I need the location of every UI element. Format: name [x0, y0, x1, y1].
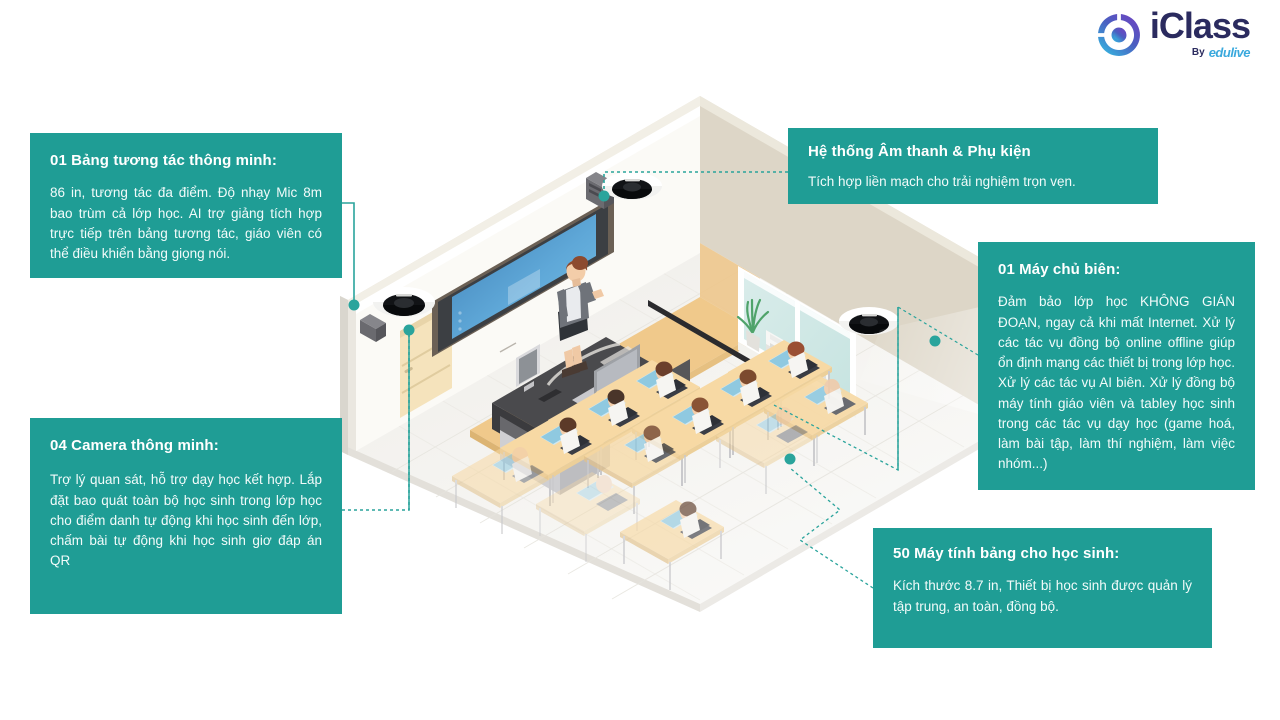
- infobox-student-tablets[interactable]: 50 Máy tính bảng cho học sinh: Kích thướ…: [873, 528, 1212, 648]
- infobox-smart-camera[interactable]: 04 Camera thông minh: Trợ lý quan sát, h…: [30, 418, 342, 614]
- infobox-tablet-title: 50 Máy tính bảng cho học sinh:: [893, 545, 1120, 562]
- teacher-figure: [557, 256, 604, 378]
- interactive-board: [432, 197, 614, 357]
- connector-tablet: [789, 467, 874, 589]
- iclass-logo-icon: [1096, 12, 1140, 56]
- wall-left-outer: [340, 296, 348, 455]
- infobox-camera-body: Trợ lý quan sát, hỗ trợ dạy học kết hợp.…: [50, 472, 322, 569]
- infobox-edge-server[interactable]: 01 Máy chủ biên: Đảm bảo lớp học KHÔNG G…: [978, 242, 1255, 490]
- marker-server: [929, 335, 941, 347]
- connector-audio: [603, 171, 788, 196]
- marker-tablet: [784, 453, 796, 465]
- dome-camera-left: [373, 287, 435, 317]
- brand-by-label: By: [1191, 46, 1205, 58]
- marker-camera: [403, 324, 415, 336]
- student-desks: [452, 300, 1010, 590]
- infobox-camera-title: 04 Camera thông minh:: [50, 437, 219, 454]
- infobox-interactive-board[interactable]: 01 Bảng tương tác thông minh: 86 in, tươ…: [30, 133, 342, 278]
- dome-camera-right: [839, 307, 899, 335]
- brand-logo[interactable]: iClass By edulive: [1095, 5, 1251, 60]
- marker-audio: [598, 190, 610, 202]
- infobox-board-body: 86 in, tương tác đa điểm. Độ nhạy Mic 8m…: [50, 185, 322, 261]
- infobox-board-title: 01 Bảng tương tác thông minh:: [50, 152, 277, 169]
- monitor: [516, 344, 540, 392]
- infobox-audio-system[interactable]: Hệ thống Âm thanh & Phụ kiện Tích hợp li…: [788, 128, 1158, 204]
- brand-name: iClass: [1149, 5, 1251, 46]
- infobox-server-body: Đảm bảo lớp học KHÔNG GIÁN ĐOẠN, ngay cả…: [998, 294, 1235, 472]
- speaker-left: [360, 314, 386, 342]
- infobox-audio-body: Tích hợp liền mạch cho trải nghiệm trọn …: [808, 174, 1076, 190]
- brand-sub-name: edulive: [1208, 45, 1251, 60]
- dome-camera-back: [602, 172, 662, 200]
- infobox-audio-title: Hệ thống Âm thanh & Phụ kiện: [808, 143, 1031, 160]
- marker-board: [348, 299, 360, 311]
- infobox-tablet-body: Kích thước 8.7 in, Thiết bị học sinh đượ…: [893, 578, 1192, 614]
- infobox-server-title: 01 Máy chủ biên:: [998, 261, 1121, 278]
- potted-plant: [736, 298, 770, 352]
